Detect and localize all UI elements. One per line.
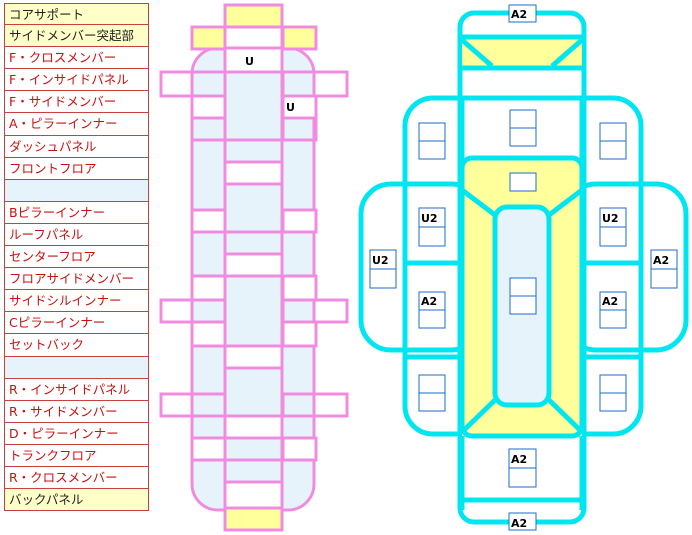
c-pillar-left xyxy=(190,320,227,348)
a-pillar-left xyxy=(190,116,227,142)
legend-row: センターフロア xyxy=(4,246,149,269)
legend-row: R・クロスメンバー xyxy=(4,466,149,490)
rear-side-member xyxy=(223,414,284,440)
box-top xyxy=(508,4,537,23)
front-cross-label: U xyxy=(245,55,254,68)
center-floor xyxy=(223,252,284,278)
center-frame xyxy=(459,155,585,439)
front-yellow xyxy=(462,37,582,68)
label-top: A2 xyxy=(511,8,527,21)
legend-row: フロアサイドメンバー xyxy=(4,268,149,291)
legend-row: サイドシルインナー xyxy=(4,290,149,313)
rear-inside-panel-right xyxy=(281,392,349,418)
label-left-lower: A2 xyxy=(421,295,437,308)
d-pillar-left xyxy=(190,436,227,462)
setback xyxy=(223,344,284,370)
legend-row: R・サイドメンバー xyxy=(4,400,149,423)
legend-row: フロントフロア xyxy=(4,157,149,180)
legend-row: ダッシュパネル xyxy=(4,135,149,158)
legend-row: トランクフロア xyxy=(4,444,149,467)
label-right-outer: A2 xyxy=(653,254,669,267)
front-floor xyxy=(223,160,284,186)
a-pillar-right xyxy=(281,116,318,142)
floor-side-member-left xyxy=(190,274,227,302)
rear-inside-panel-left xyxy=(159,392,227,418)
legend-row: サイドメンバー突起部 xyxy=(4,25,149,48)
front-cross-member xyxy=(223,46,284,74)
legend-row: ルーフパネル xyxy=(4,223,149,247)
legend-row: F・クロスメンバー xyxy=(4,47,149,70)
legend-row: F・インサイドパネル xyxy=(4,69,149,92)
b-pillar-right xyxy=(281,208,318,234)
front-side-label: U xyxy=(286,101,295,114)
legend-row xyxy=(4,179,149,202)
label-right-lower: A2 xyxy=(602,295,618,308)
legend-row xyxy=(4,356,149,379)
label-trunk: A2 xyxy=(511,453,527,466)
legend-row: コアサポート xyxy=(4,3,149,26)
label-left-upper: U2 xyxy=(421,212,438,225)
legend-row: Bピラーインナー xyxy=(4,201,149,224)
rear-cross-member xyxy=(223,480,284,510)
box-bottom xyxy=(508,512,537,531)
legend-row: D・ピラーインナー xyxy=(4,422,149,445)
label-right-upper: U2 xyxy=(602,212,619,225)
legend-row: R・インサイドパネル xyxy=(4,378,149,401)
legend-row: Cピラーインナー xyxy=(4,312,149,335)
d-pillar-right xyxy=(281,436,318,462)
label-bottom: A2 xyxy=(511,517,527,530)
legend-row: F・サイドメンバー xyxy=(4,91,149,114)
b-pillar-left xyxy=(190,208,227,234)
label-left-outer: U2 xyxy=(372,254,389,267)
box-center-small xyxy=(509,172,537,192)
legend-row: セットバック xyxy=(4,334,149,357)
legend-row: バックパネル xyxy=(4,489,149,512)
legend-row: A・ピラーインナー xyxy=(4,113,149,136)
c-pillar-right xyxy=(281,320,318,348)
